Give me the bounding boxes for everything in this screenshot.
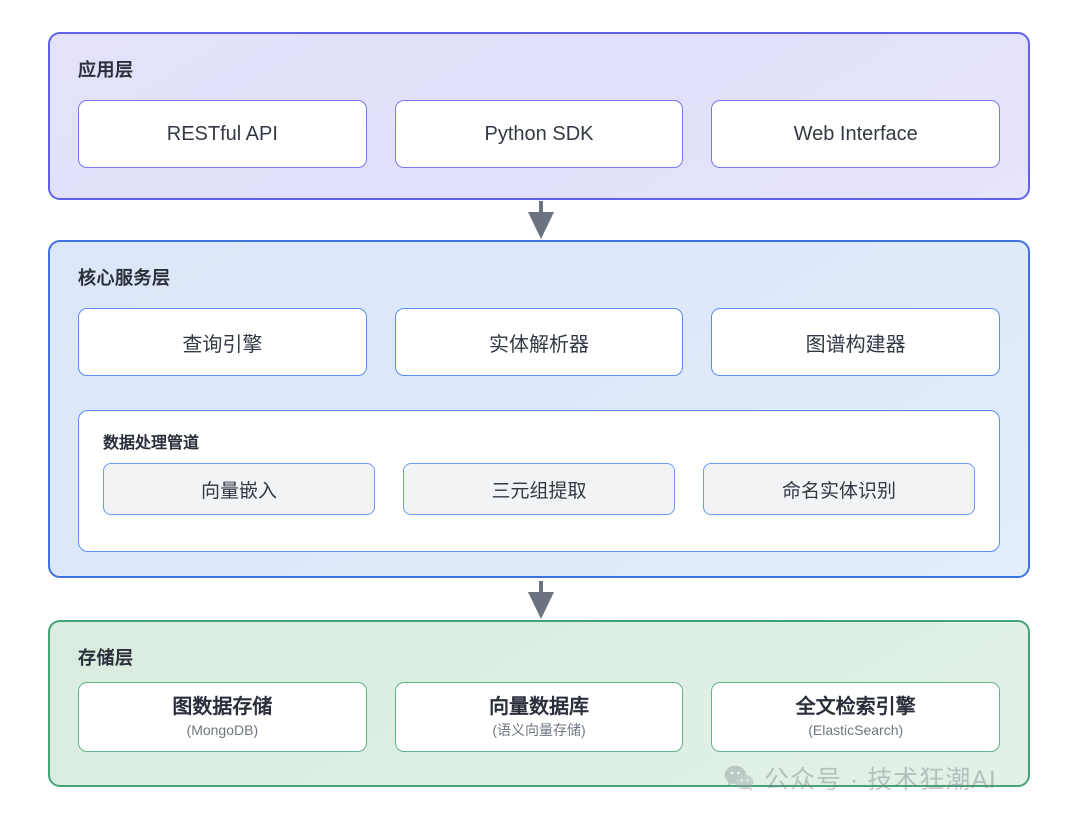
card-label: 实体解析器 bbox=[489, 333, 589, 356]
arrow-head-down-icon bbox=[528, 592, 554, 619]
layer-storage: 存储层 图数据存储 (MongoDB) 向量数据库 (语义向量存储) 全文检索引… bbox=[48, 620, 1030, 787]
card-sublabel: (语义向量存储) bbox=[492, 721, 586, 738]
card-label: Web Interface bbox=[793, 122, 918, 145]
card-label: 图数据存储 bbox=[172, 695, 273, 718]
card-sublabel: (ElasticSearch) bbox=[808, 721, 904, 738]
card-label: 查询引擎 bbox=[182, 333, 263, 356]
core-service-card-row: 查询引擎 实体解析器 图谱构建器 bbox=[78, 308, 1001, 376]
card-restful-api[interactable]: RESTful API bbox=[78, 100, 367, 168]
chip-vector-embedding[interactable]: 向量嵌入 bbox=[103, 463, 375, 515]
card-fulltext-search-engine[interactable]: 全文检索引擎 (ElasticSearch) bbox=[711, 682, 1001, 752]
card-label: 图谱构建器 bbox=[805, 333, 906, 356]
application-card-row: RESTful API Python SDK Web Interface bbox=[78, 100, 1001, 168]
pipeline-title: 数据处理管道 bbox=[103, 435, 200, 452]
arrow-head-down-icon bbox=[528, 212, 554, 239]
arrow-core-to-storage bbox=[528, 581, 554, 619]
layer-title-core-service: 核心服务层 bbox=[78, 268, 171, 288]
card-graph-data-storage[interactable]: 图数据存储 (MongoDB) bbox=[78, 682, 367, 752]
card-web-interface[interactable]: Web Interface bbox=[711, 100, 1001, 168]
chip-label: 三元组提取 bbox=[491, 480, 587, 502]
card-query-engine[interactable]: 查询引擎 bbox=[78, 308, 367, 376]
layer-title-application: 应用层 bbox=[78, 60, 134, 80]
layer-title-storage: 存储层 bbox=[78, 648, 134, 668]
card-entity-resolver[interactable]: 实体解析器 bbox=[394, 308, 684, 376]
layer-core-service: 核心服务层 查询引擎 实体解析器 图谱构建器 数据处理管道 向量嵌入 三元组提取 bbox=[48, 240, 1030, 578]
card-python-sdk[interactable]: Python SDK bbox=[394, 100, 684, 168]
arrow-stem bbox=[539, 581, 543, 595]
card-vector-database[interactable]: 向量数据库 (语义向量存储) bbox=[394, 682, 684, 752]
card-label: 向量数据库 bbox=[489, 695, 589, 718]
chip-label: 命名实体识别 bbox=[781, 480, 896, 502]
card-sublabel: (MongoDB) bbox=[186, 721, 259, 738]
arrow-stem bbox=[539, 201, 543, 215]
card-label: 全文检索引擎 bbox=[795, 695, 916, 718]
data-processing-pipeline-panel: 数据处理管道 向量嵌入 三元组提取 命名实体识别 bbox=[78, 410, 1000, 552]
chip-named-entity-recognition[interactable]: 命名实体识别 bbox=[703, 463, 975, 515]
chip-label: 向量嵌入 bbox=[200, 480, 277, 502]
storage-card-row: 图数据存储 (MongoDB) 向量数据库 (语义向量存储) 全文检索引擎 (E… bbox=[78, 682, 1001, 752]
arrow-application-to-core bbox=[528, 201, 554, 239]
chip-triple-extraction[interactable]: 三元组提取 bbox=[403, 463, 675, 515]
pipeline-chip-row: 向量嵌入 三元组提取 命名实体识别 bbox=[103, 463, 975, 515]
layer-application: 应用层 RESTful API Python SDK Web Interface bbox=[48, 32, 1030, 200]
card-label: Python SDK bbox=[484, 122, 594, 145]
card-graph-builder[interactable]: 图谱构建器 bbox=[711, 308, 1001, 376]
card-label: RESTful API bbox=[166, 122, 278, 145]
